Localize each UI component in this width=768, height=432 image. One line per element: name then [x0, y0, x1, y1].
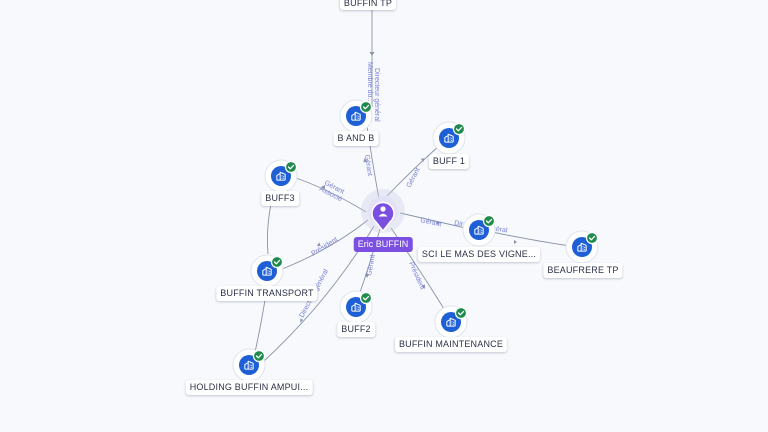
edge-center-buff1 — [386, 144, 441, 197]
node-label-buffin-tp[interactable]: BUFFIN TP — [339, 0, 397, 10]
verified-check-icon — [359, 100, 373, 114]
node-label-buff2[interactable]: BUFF2 — [337, 322, 375, 337]
edge-label: Directeur général — [373, 68, 380, 122]
company-node-buffin-transport[interactable] — [250, 254, 284, 288]
company-building-icon — [239, 355, 259, 375]
node-label-holding-buffin[interactable]: HOLDING BUFFIN AMPUI... — [185, 380, 313, 395]
company-nodes — [232, 99, 599, 382]
company-building-icon — [346, 106, 366, 126]
edge-buff3-transport — [266, 203, 272, 255]
center-person-label[interactable]: Eric BUFFIN — [353, 237, 413, 252]
edge-label: Président — [310, 236, 339, 258]
node-label-b-and-b[interactable]: B AND B — [333, 131, 379, 146]
edge-sci-beaufrere — [491, 231, 571, 247]
company-building-icon — [572, 237, 592, 257]
node-label-buff-1[interactable]: BUFF 1 — [428, 154, 470, 169]
node-label-buffin-maintenance[interactable]: BUFFIN MAINTENANCE — [394, 337, 508, 352]
person-icon — [378, 206, 388, 217]
edge-center-buff2 — [358, 228, 381, 296]
edge-center-maintenance — [390, 227, 447, 313]
company-building-icon — [469, 220, 489, 240]
company-node-buff3[interactable] — [264, 159, 298, 193]
edge-center-buff3 — [295, 177, 367, 213]
verified-check-icon — [252, 349, 266, 363]
verified-check-icon — [585, 231, 599, 245]
node-label-beaufrere-tp[interactable]: BEAUFRERE TP — [543, 263, 623, 278]
company-node-buffin-maintenance[interactable] — [434, 305, 468, 339]
edge-center-transport — [281, 219, 369, 270]
company-building-icon — [346, 297, 366, 317]
edge-labels: Directeur général Membre du... Gérant Gé… — [299, 62, 509, 319]
verified-check-icon — [454, 306, 468, 320]
company-node-holding-buffin[interactable] — [232, 348, 266, 382]
company-building-icon — [441, 312, 461, 332]
company-building-icon — [257, 261, 277, 281]
company-node-beaufrere-tp[interactable] — [565, 230, 599, 264]
node-label-sci-le-mas[interactable]: SCI LE MAS DES VIGNE... — [417, 247, 541, 262]
edge-label: Gérant — [366, 254, 377, 276]
edge-transport-holding — [254, 299, 266, 353]
edge-label: Membre du... — [366, 62, 373, 103]
center-person-node[interactable] — [361, 189, 405, 233]
node-label-buffin-transport[interactable]: BUFFIN TRANSPORT — [216, 286, 318, 301]
verified-check-icon — [284, 160, 298, 174]
edge-label: Gérant — [420, 217, 442, 228]
person-marker-pin — [371, 201, 395, 233]
verified-check-icon — [452, 122, 466, 136]
verified-check-icon — [359, 291, 373, 305]
company-node-b-and-b[interactable] — [339, 99, 373, 133]
verified-check-icon — [482, 214, 496, 228]
edge-label: Gérant — [406, 167, 422, 189]
edge-arrows — [300, 52, 517, 323]
company-building-icon — [271, 166, 291, 186]
company-node-buff-1[interactable] — [432, 121, 466, 155]
company-node-buff2[interactable] — [339, 290, 373, 324]
company-node-sci-le-mas[interactable] — [462, 213, 496, 247]
node-label-buff3[interactable]: BUFF3 — [261, 191, 299, 206]
company-building-icon — [439, 128, 459, 148]
edge-label: Gérant — [363, 154, 373, 176]
verified-check-icon — [270, 255, 284, 269]
